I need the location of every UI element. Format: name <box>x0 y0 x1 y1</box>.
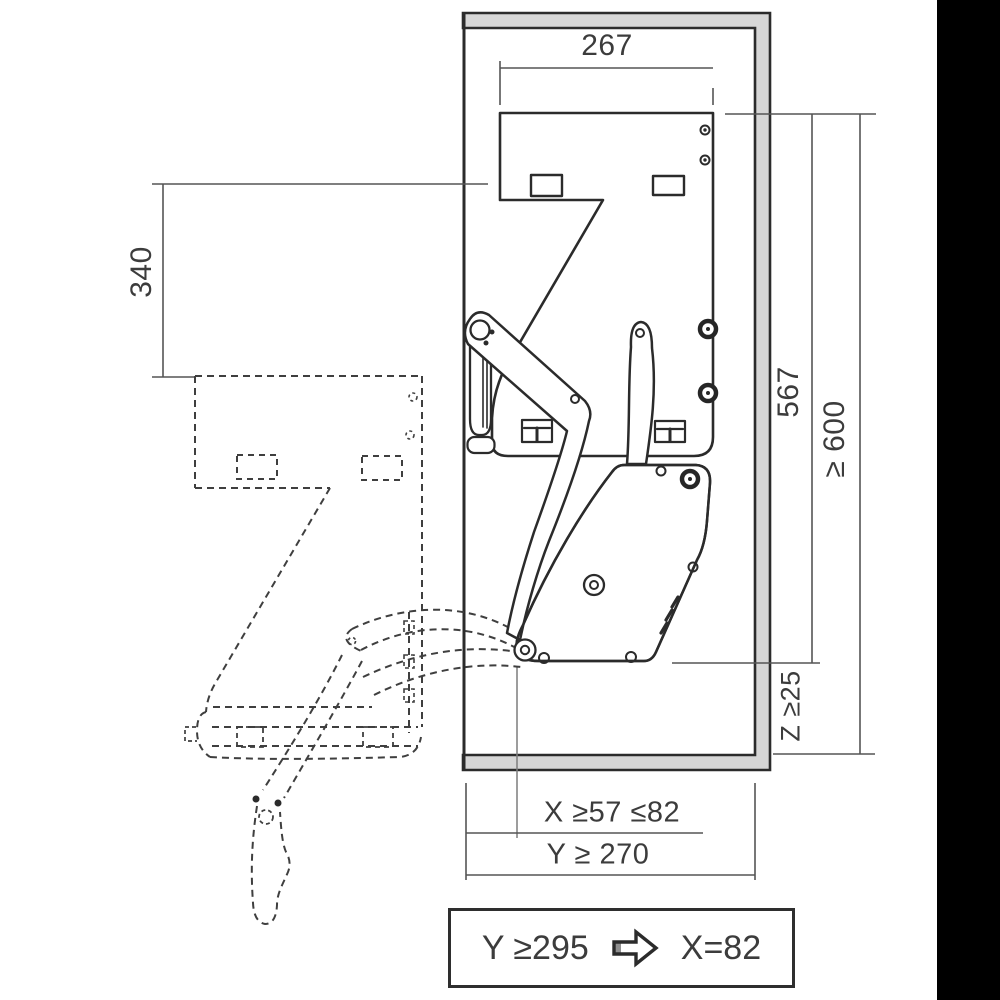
dashed-plate-diagonal <box>205 487 331 713</box>
note-result: X=82 <box>680 928 762 967</box>
cabinet-carcass <box>461 11 772 772</box>
mechanism-raised <box>463 111 719 664</box>
lift-track <box>466 337 496 455</box>
dim-top-width-label: 267 <box>581 29 633 62</box>
dimension-lines <box>152 61 876 880</box>
dim-y-depth-label: Y ≥ 270 <box>546 838 650 871</box>
dim-travel-label: 340 <box>125 246 158 298</box>
dim-z-clearance-label: Z ≥25 <box>775 670 806 742</box>
dashed-foot <box>250 805 291 926</box>
note-condition: Y ≥295 <box>481 928 589 967</box>
right-black-band <box>937 0 1000 1000</box>
dashed-main-arm <box>351 608 516 632</box>
bracket-plate <box>515 463 712 663</box>
note-box: Y ≥295 X=82 <box>448 908 795 988</box>
arm-pivot <box>469 319 491 341</box>
block-arrow-right-icon <box>612 928 659 968</box>
dim-mech-height-label: 567 <box>772 366 805 418</box>
front-arm <box>625 320 656 466</box>
mounting-slots <box>520 418 687 444</box>
dim-x-range-label: X ≥57 ≤82 <box>543 796 681 829</box>
dim-min-interior-height-label: ≥ 600 <box>818 400 851 478</box>
main-arm <box>463 311 592 642</box>
mechanism-lowered-dashed <box>184 375 522 926</box>
back-plate <box>490 111 715 458</box>
dashed-front-arm <box>362 648 519 678</box>
bracket-hardware <box>513 465 701 664</box>
